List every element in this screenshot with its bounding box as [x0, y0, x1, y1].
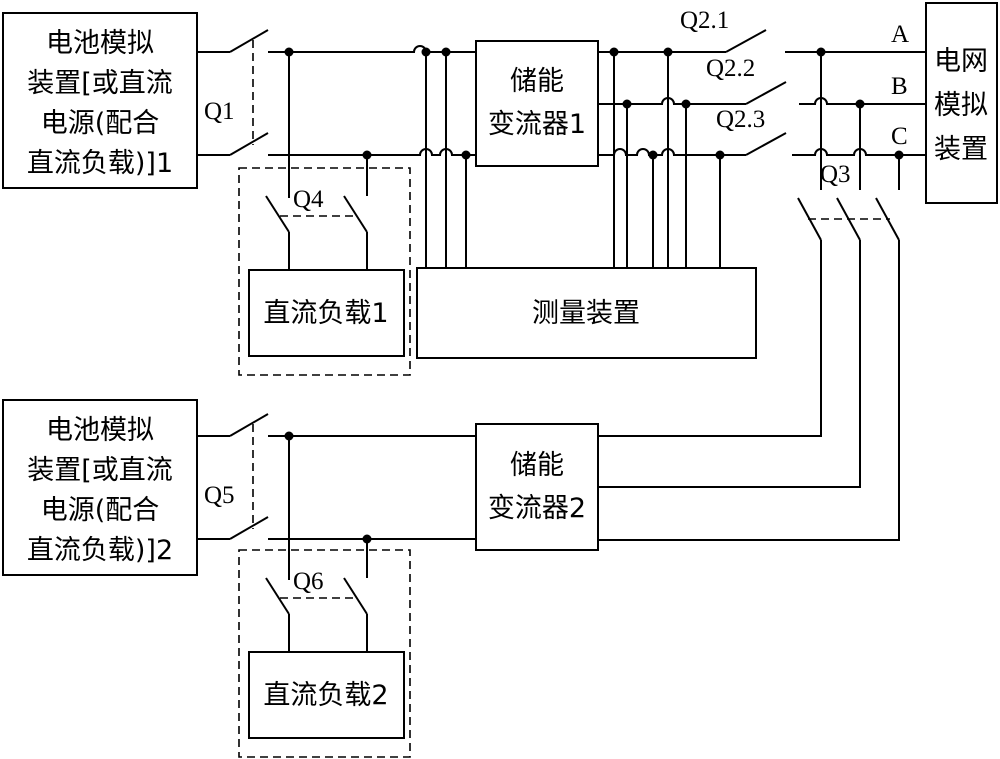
pcs-1-line-2: 变流器1: [488, 109, 586, 140]
dc-load-1-label: 直流负载1: [263, 298, 388, 329]
phase-b-label: B: [891, 73, 908, 100]
q2-3-label: Q2.3: [716, 106, 765, 133]
dots-dc-1: [284, 47, 471, 160]
pcs-2-line-2: 变流器2: [488, 493, 586, 524]
battery-1-line-3: 电源(配合: [41, 108, 160, 139]
q5-label: Q5: [204, 482, 235, 509]
battery-1-line-1: 电池模拟: [46, 28, 154, 59]
measurement-label: 测量装置: [532, 298, 640, 329]
battery-simulator-2: 电池模拟 装置[或直流 电源(配合 直流负载)]2: [2, 399, 198, 576]
phase-c-label: C: [891, 123, 908, 150]
q1-label: Q1: [204, 98, 235, 125]
phase-a-label: A: [891, 21, 909, 48]
q2-1-label: Q2.1: [680, 7, 729, 34]
energy-storage-converter-2: 储能 变流器2: [475, 423, 599, 551]
switch-q5: Q5: [197, 413, 269, 540]
phase-labels: A B C: [891, 21, 909, 150]
ac-bus-wiring: [598, 29, 926, 268]
switch-q6: Q6: [238, 549, 411, 758]
battery-2-line-1: 电池模拟: [46, 415, 154, 446]
dc-load-2: 直流负载2: [248, 651, 405, 739]
dots-ac: [609, 47, 904, 160]
dc-load-1: 直流负载1: [248, 269, 405, 357]
grid-simulator: 电网 模拟 装置: [925, 2, 998, 204]
q4-label: Q4: [293, 186, 324, 213]
grid-sim-line-3: 装置: [934, 134, 988, 165]
dc-bus-2-wiring: [268, 431, 476, 580]
battery-simulator-1: 电池模拟 装置[或直流 电源(配合 直流负载)]1: [2, 12, 198, 189]
q3-label: Q3: [820, 161, 851, 188]
pcs-1-line-1: 储能: [510, 66, 564, 97]
pcs-2-line-1: 储能: [510, 450, 564, 481]
grid-sim-line-2: 模拟: [934, 90, 988, 121]
grid-sim-line-1: 电网: [934, 46, 988, 77]
dc-bus-1-wiring: [268, 45, 476, 268]
switch-q4: Q4: [238, 167, 411, 376]
battery-1-line-4: 直流负载)]1: [27, 148, 173, 179]
q2-2-label: Q2.2: [706, 55, 755, 82]
switch-q1: Q1: [197, 29, 269, 156]
measurement-device: 测量装置: [416, 267, 757, 359]
battery-2-line-3: 电源(配合: [41, 495, 160, 526]
battery-1-line-2: 装置[或直流: [27, 68, 173, 99]
energy-storage-converter-1: 储能 变流器1: [475, 40, 599, 167]
battery-2-line-4: 直流负载)]2: [27, 535, 173, 566]
q6-label: Q6: [293, 568, 324, 595]
dc-load-2-label: 直流负载2: [263, 680, 388, 711]
switch-q2-labels: Q2.1 Q2.2 Q2.3: [680, 7, 765, 133]
battery-2-line-2: 装置[或直流: [27, 455, 173, 486]
switch-q3: Q3: [598, 161, 900, 541]
